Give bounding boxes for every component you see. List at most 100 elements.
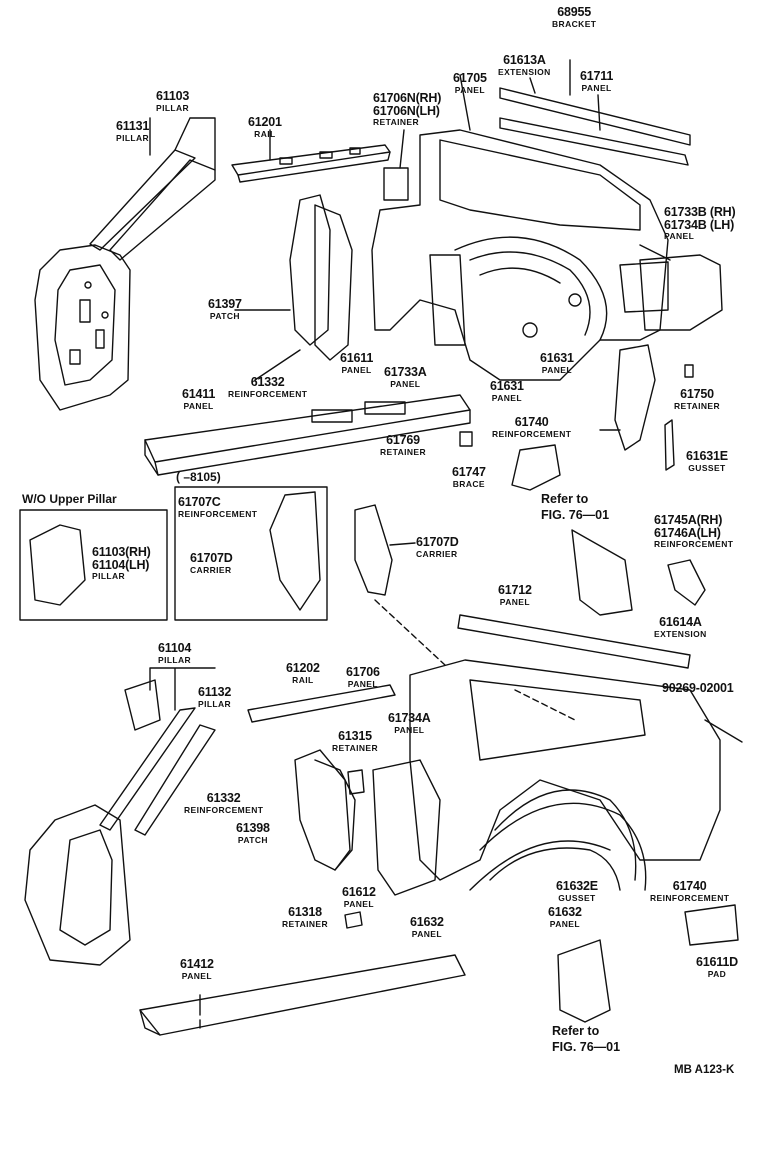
label-61707d: 61707D CARRIER xyxy=(416,536,459,558)
label-61613a: 61613A EXTENSION xyxy=(498,54,551,76)
refer-note-line-1: Refer to xyxy=(541,492,589,506)
flap-refer-bottom-drawing xyxy=(557,939,611,1023)
part-name: REINFORCEMENT xyxy=(492,428,572,439)
gusset-61631e-drawing xyxy=(664,419,675,471)
part-name: PILLAR xyxy=(156,102,190,113)
part-name: REINFORCEMENT xyxy=(654,539,734,549)
label-61332-top: 61332 REINFORCEMENT xyxy=(228,376,307,398)
date-range-box xyxy=(174,486,328,621)
refer-note-line-2: FIG. 76—01 xyxy=(552,1039,621,1054)
label-61202: 61202 RAIL xyxy=(286,662,320,684)
part-name: PANEL xyxy=(343,898,374,909)
part-number: 61411 xyxy=(182,387,216,401)
drawing-code: MB A123-K xyxy=(674,1064,735,1076)
part-number: 61631 xyxy=(540,351,574,365)
wo-upper-pillar-title: W/O Upper Pillar xyxy=(22,492,117,506)
part-name: PATCH xyxy=(209,310,240,321)
pillar-61104-drawing xyxy=(24,679,216,966)
reinforcement-61707c-drawing xyxy=(269,491,321,611)
part-number-lh: 61706N(LH) xyxy=(373,103,440,118)
part-number: 61103 xyxy=(156,89,190,103)
label-61614a: 61614A EXTENSION xyxy=(654,616,707,638)
part-name: EXTENSION xyxy=(498,66,551,77)
part-name: GUSSET xyxy=(688,462,726,473)
label-61747: 61747 BRACE xyxy=(452,466,486,488)
rocker-61412-drawing xyxy=(139,954,466,1036)
part-number: 61707D xyxy=(416,535,459,549)
label-61611d: 61611D PAD xyxy=(696,956,738,978)
label-61315: 61315 RETAINER xyxy=(332,730,378,752)
panel-61632-drawing xyxy=(489,847,621,891)
part-number: 61632E xyxy=(556,879,598,893)
leader-61103 xyxy=(149,117,216,171)
part-name: PILLAR xyxy=(116,132,150,143)
part-number: 61332 xyxy=(250,375,285,389)
label-68955: 68955 BRACKET xyxy=(552,6,596,28)
label-61131: 61131 PILLAR xyxy=(116,120,149,142)
label-61631e: 61631E GUSSET xyxy=(686,450,728,472)
label-61769: 61769 RETAINER xyxy=(380,434,426,456)
part-number-rh: 61103(RH) xyxy=(92,545,151,559)
label-61733b: 61733B (RH) 61734B (LH) PANEL xyxy=(664,206,736,241)
label-61734a: 61734A PANEL xyxy=(388,712,431,734)
part-name: RAIL xyxy=(292,674,314,685)
part-name: PANEL xyxy=(581,82,612,93)
part-number: 68955 xyxy=(557,5,592,19)
part-name: GUSSET xyxy=(558,892,596,903)
part-name: RETAINER xyxy=(282,918,329,929)
label-61412: 61412 PANEL xyxy=(180,958,214,980)
part-number: 61711 xyxy=(580,69,614,83)
label-61612: 61612 PANEL xyxy=(342,886,376,908)
part-number: 61750 xyxy=(680,387,714,401)
label-61318: 61318 RETAINER xyxy=(282,906,328,928)
refer-note-top: Refer to FIG. 76—01 xyxy=(541,492,609,523)
refer-note-line-1: Refer to xyxy=(552,1024,600,1038)
part-name: RETAINER xyxy=(332,742,379,753)
part-name: RAIL xyxy=(254,128,276,139)
part-number: 61202 xyxy=(286,661,320,675)
label-61411: 61411 PANEL xyxy=(182,388,215,410)
patch-61398-drawing xyxy=(294,749,351,871)
bolt-90269-drawing xyxy=(704,719,743,743)
part-name: PANEL xyxy=(181,970,212,981)
label-61332-bottom: 61332 REINFORCEMENT xyxy=(184,792,263,814)
part-number: 61707C xyxy=(178,495,221,509)
part-number-lh: 61734B (LH) xyxy=(664,217,735,232)
part-number: 61612 xyxy=(342,885,376,899)
part-name: PILLAR xyxy=(92,571,126,581)
label-61398: 61398 PATCH xyxy=(236,822,270,844)
part-number: 61131 xyxy=(116,119,150,133)
part-name: RETAINER xyxy=(380,446,427,457)
label-61103-top: 61103 PILLAR xyxy=(156,90,189,112)
part-number: 61733A xyxy=(384,365,427,379)
quarter-panel-61611-drawing xyxy=(371,129,669,381)
label-61750: 61750 RETAINER xyxy=(674,388,720,410)
label-61132: 61132 PILLAR xyxy=(198,686,231,708)
leader-61397 xyxy=(234,309,301,381)
part-number: 61332 xyxy=(206,791,241,805)
label-61711: 61711 PANEL xyxy=(580,70,613,92)
label-61397: 61397 PATCH xyxy=(208,298,242,320)
label-61707c: 61707C REINFORCEMENT xyxy=(178,496,257,518)
label-61632e: 61632E GUSSET xyxy=(556,880,598,902)
label-61705: 61705 PANEL xyxy=(453,72,487,94)
part-number: 61397 xyxy=(208,297,242,311)
part-number: 61201 xyxy=(248,115,282,129)
leader-61104 xyxy=(149,667,216,711)
pillar-61103-top-drawing xyxy=(34,149,216,411)
retainer-61706n-drawing xyxy=(383,167,409,201)
label-61712: 61712 PANEL xyxy=(498,584,532,606)
part-name: PATCH xyxy=(237,834,268,845)
label-61104: 61104 PILLAR xyxy=(158,642,191,664)
rocker-61411-drawing xyxy=(144,394,471,476)
leader-61734a-dashed xyxy=(514,689,576,721)
patch-61397-drawing xyxy=(289,194,353,361)
part-name: CARRIER xyxy=(416,548,458,559)
part-name: PANEL xyxy=(411,928,442,939)
part-number: 61747 xyxy=(452,465,486,479)
label-61631-a: 61631 PANEL xyxy=(540,352,574,374)
label-61103-box: 61103(RH) 61104(LH) PILLAR xyxy=(92,546,151,581)
part-name: PILLAR xyxy=(198,698,232,709)
date-range-title: ( –8105) xyxy=(176,470,221,484)
